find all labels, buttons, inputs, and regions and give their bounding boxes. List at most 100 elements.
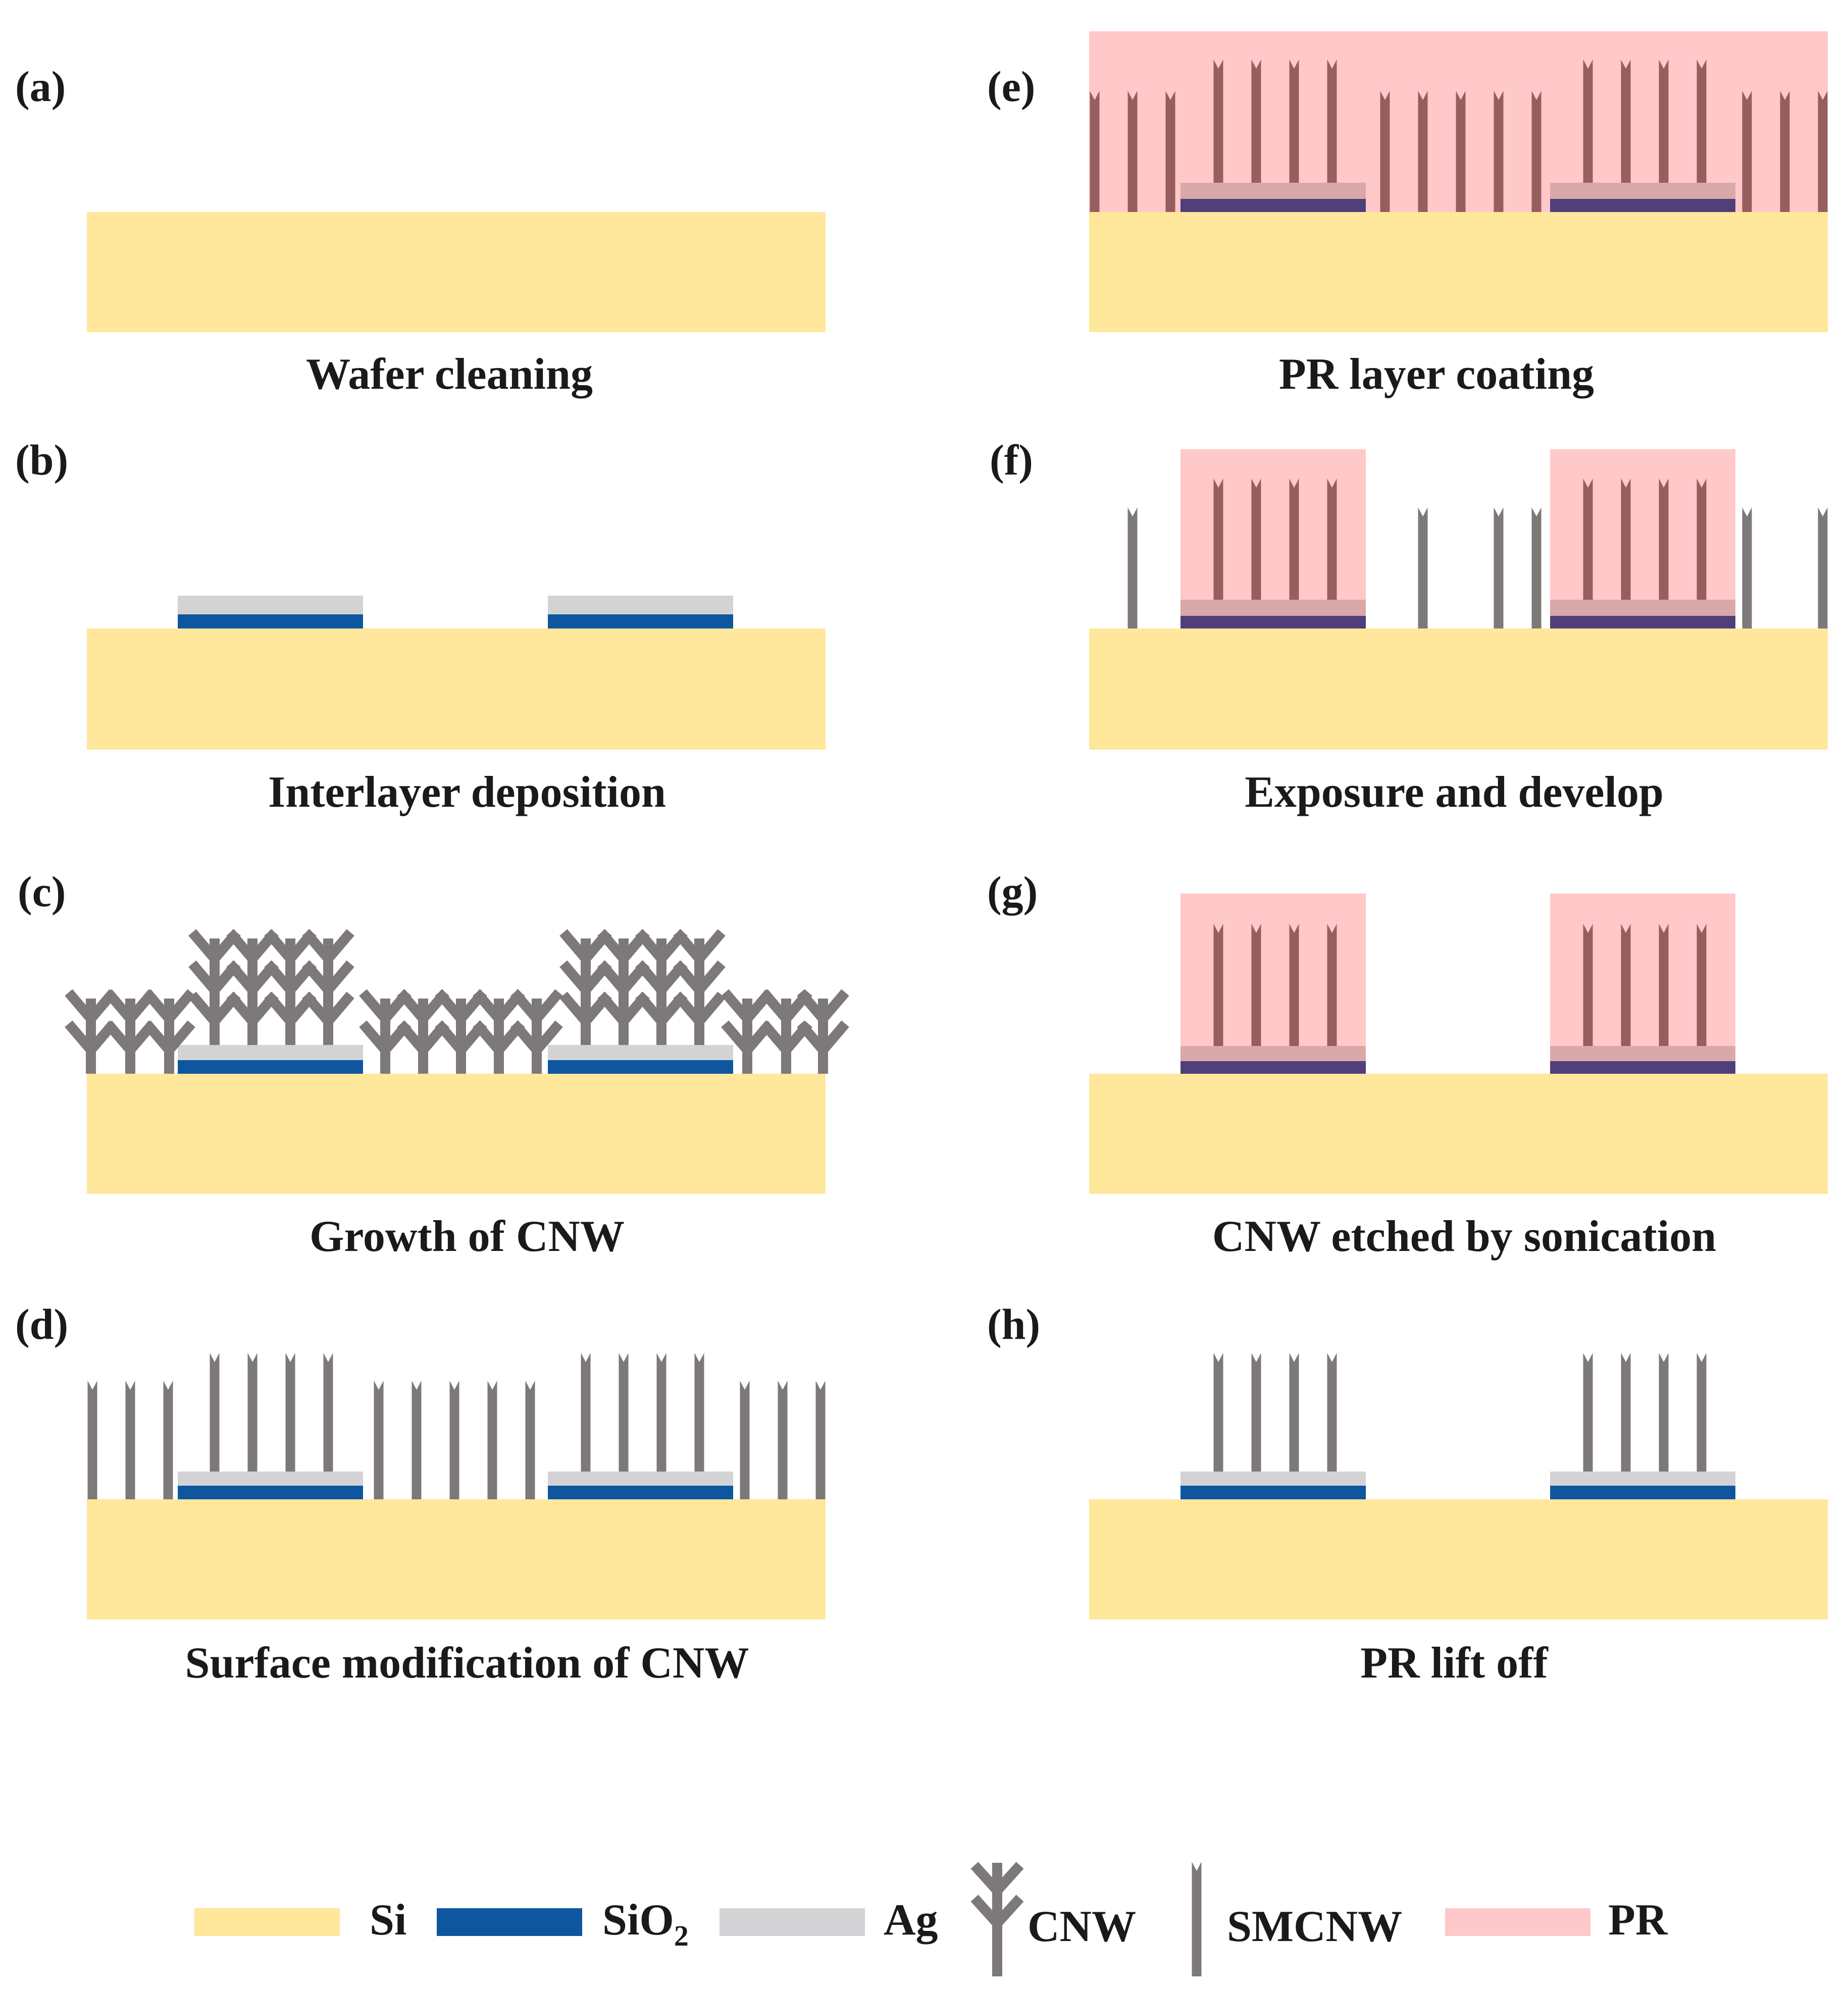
smcnw-wire [1327,1353,1337,1472]
panel-a-caption: Wafer cleaning [306,350,593,399]
cnw-tree [397,989,449,1074]
ag-layer [1550,1472,1735,1486]
smcnw-wire [1251,479,1261,600]
smcnw-wire [694,1353,704,1472]
cnw-tree [797,989,849,1074]
cnw-tree [359,989,412,1074]
cnw-icon-branch [993,1862,1024,1894]
sio2-layer [178,1486,363,1499]
sio2-layer [1180,1061,1366,1074]
smcnw-wire [1742,507,1752,629]
smcnw-array [1213,1353,1707,1472]
smcnw-wire [1251,924,1261,1046]
smcnw-wire [1659,924,1669,1046]
cnw-tree [104,989,157,1074]
panel-d: (d) Surface modification of CNW [15,1300,826,1688]
sio2-layer [1550,1486,1735,1499]
smcnw-wire [1127,507,1138,629]
sio2-layer [1180,199,1366,212]
sio2-layer [1550,616,1735,629]
smcnw-icon [1192,1862,1202,1976]
panel-f-caption: Exposure and develop [1245,768,1664,817]
cnw-icon-branch [970,1862,1001,1894]
panel-g-label: (g) [987,867,1038,916]
cnw-icon-branch [970,1895,1001,1927]
smcnw-wire [1659,60,1669,183]
sio2-layer [178,1060,363,1074]
smcnw-wire [412,1381,422,1499]
cnw-tree [143,989,195,1074]
cnw-forest [65,929,849,1074]
smcnw-wire [1494,91,1504,212]
legend: Si SiO2 Ag CNW SMCNW PR [194,1862,1668,1976]
panel-c-caption: Growth of CNW [310,1212,625,1261]
smcnw-array [1090,60,1828,212]
panel-b: (b) Interlayer deposition [15,436,826,817]
smcnw-wire [87,1381,97,1499]
cnw-tree [264,929,317,1045]
smcnw-wire [487,1381,497,1499]
sio2-layer [178,614,363,629]
ag-layer [1180,600,1366,616]
smcnw-wire [1780,91,1790,212]
cnw-tree [510,989,563,1074]
smcnw-wire [1213,60,1223,183]
ag-layer [1550,600,1735,616]
smcnw-wire [740,1381,750,1499]
smcnw-wire [1583,479,1593,600]
smcnw-wire [449,1381,459,1499]
legend-sio2-label: SiO2 [602,1896,689,1952]
smcnw-wire [1090,91,1100,212]
cnw-tree [559,929,612,1045]
legend-sio2-subscript: 2 [674,1919,689,1952]
smcnw-array [1127,479,1828,629]
legend-pr-label: PR [1608,1896,1668,1945]
panel-f-label: (f) [990,436,1033,484]
cnw-tree [721,989,774,1074]
si-substrate [87,1499,826,1619]
panel-d-caption: Surface modification of CNW [185,1639,749,1688]
smcnw-wire [1289,479,1299,600]
smcnw-wire [778,1381,788,1499]
smcnw-wire [1251,1353,1261,1472]
ag-layer [1180,1472,1366,1486]
legend-sio2-main: SiO [602,1896,674,1945]
smcnw-wire [1213,924,1223,1046]
cnw-icon [970,1862,1024,1976]
si-substrate [87,1074,826,1194]
legend-cnw-label: CNW [1028,1902,1136,1951]
smcnw-wire [1697,1353,1707,1472]
smcnw-wire [1621,479,1631,600]
panel-e: (e) PR layer coating [987,31,1828,399]
smcnw-wire [1418,507,1428,629]
sio2-layer [1180,1486,1366,1499]
smcnw-wire [1697,60,1707,183]
smcnw-wire [1583,1353,1593,1472]
cnw-tree [597,929,650,1045]
smcnw-wire [1621,1353,1631,1472]
ag-layer [1550,183,1735,199]
cnw-tree [673,929,726,1045]
panel-g-caption: CNW etched by sonication [1212,1212,1716,1261]
smcnw-wire [619,1353,629,1472]
legend-sio2-swatch [437,1908,582,1936]
si-substrate [87,212,826,332]
smcnw-wire [374,1381,384,1499]
ag-layer [1180,183,1366,199]
smcnw-wire [1289,924,1299,1046]
panel-a: (a) Wafer cleaning [15,62,826,399]
smcnw-wire [1380,91,1390,212]
smcnw-wire [815,1381,826,1499]
panel-a-label: (a) [15,62,66,111]
smcnw-wire [163,1381,173,1499]
smcnw-wire [1251,60,1261,183]
smcnw-array [87,1353,826,1499]
panel-h: (h) PR lift off [987,1300,1828,1688]
smcnw-wire [1531,507,1542,629]
sio2-layer [548,1060,733,1074]
panel-h-label: (h) [987,1300,1040,1348]
smcnw-wire [1697,479,1707,600]
cnw-tree [302,929,354,1045]
legend-si-label: Si [370,1896,406,1945]
